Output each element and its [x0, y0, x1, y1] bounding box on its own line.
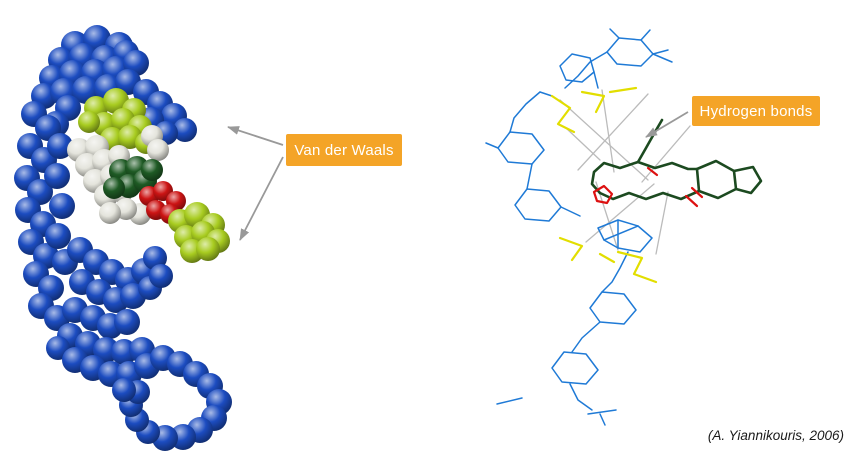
hydrogen-bonds-label: Hydrogen bonds: [692, 96, 820, 126]
ligand-sphere: [147, 139, 169, 161]
toxin-bond: [598, 189, 701, 201]
glucan-bond: [560, 206, 581, 217]
ligand-sphere: [141, 159, 163, 181]
toxin-bond: [732, 165, 763, 195]
glucan-bond: [551, 351, 599, 385]
glucan-bond: [652, 53, 673, 63]
phosphate-bond: [598, 252, 616, 264]
glucan-sphere: [45, 223, 71, 249]
toxin-bond: [590, 118, 664, 195]
oxygen-bond: [690, 186, 704, 199]
stick-model: [485, 28, 763, 426]
glucan-sphere: [114, 309, 140, 335]
glucan-bond: [601, 251, 629, 293]
phosphate-bond: [580, 90, 606, 114]
van-der-waals-label-text: Van der Waals: [294, 141, 394, 159]
glucan-bond: [589, 291, 637, 325]
glucan-bond: [496, 397, 523, 405]
glucan-bond: [593, 71, 599, 89]
glucan-bond: [587, 409, 617, 415]
ligand-sphere: [196, 237, 220, 261]
glucan-sphere: [49, 193, 75, 219]
citation-text: (A. Yiannikouris, 2006): [707, 428, 844, 443]
glucan-sphere: [112, 378, 136, 402]
glucan-bond: [526, 163, 533, 190]
phosphate-bond: [608, 86, 638, 94]
glucan-bond: [609, 28, 620, 39]
glucan-bond: [599, 413, 606, 426]
phosphate-bond: [616, 250, 658, 284]
pointer-arrow: [227, 126, 284, 146]
hydrogen-bond-line: [565, 127, 601, 161]
pointer-arrow: [645, 111, 689, 138]
hydrogen-bond-line: [577, 93, 649, 171]
glucan-bond: [564, 51, 608, 89]
phosphate-bond: [558, 236, 584, 262]
hydrogen-bond-line: [655, 191, 669, 255]
toxin-bond: [636, 160, 699, 171]
glucan-bond: [597, 219, 653, 253]
oxygen-bond: [592, 184, 614, 205]
van-der-waals-label: Van der Waals: [286, 134, 402, 166]
hydrogen-bond-line: [601, 89, 615, 173]
hydrogen-bond-line: [585, 183, 655, 243]
glucan-sphere: [44, 163, 70, 189]
oxygen-bond: [684, 194, 699, 208]
pointer-arrow: [239, 156, 284, 241]
glucan-sphere: [47, 133, 73, 159]
glucan-sphere: [149, 264, 173, 288]
space-filling-model: [14, 25, 232, 451]
phosphate-bond: [550, 94, 576, 134]
glucan-bond: [569, 383, 593, 411]
glucan-bond: [603, 225, 639, 241]
glucan-bond: [640, 29, 651, 41]
glucan-sphere: [173, 118, 197, 142]
oxygen-bond: [646, 166, 659, 177]
glucan-bond: [606, 37, 654, 67]
ligand-sphere: [78, 111, 100, 133]
toxin-bond: [695, 159, 738, 200]
hydrogen-bond-line: [559, 99, 649, 181]
ligand-sphere: [99, 202, 121, 224]
hydrogen-bonds-label-text: Hydrogen bonds: [699, 102, 813, 120]
annotation-arrows: [227, 111, 689, 241]
glucan-bond: [652, 49, 669, 55]
glucan-bond: [539, 91, 553, 97]
glucan-bond: [514, 188, 562, 222]
glucan-bond: [571, 321, 601, 353]
hydrogen-bond-line: [641, 125, 691, 183]
glucan-bond: [509, 91, 541, 133]
glucan-bond: [485, 142, 499, 149]
glucan-bond: [497, 131, 545, 165]
ligand-sphere: [103, 177, 125, 199]
